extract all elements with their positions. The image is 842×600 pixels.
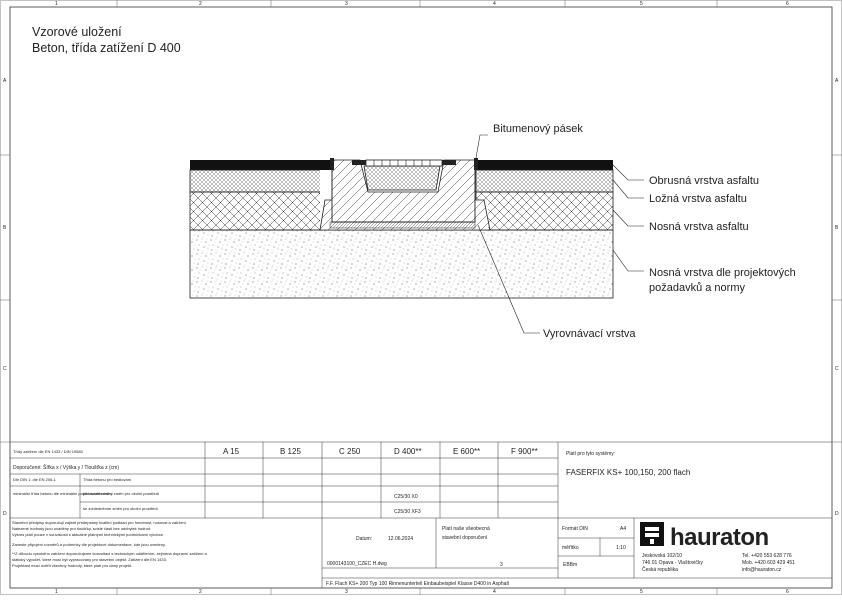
recommendation-line2: stavební doporučení — [442, 535, 488, 541]
col-label: 6 — [786, 1, 789, 7]
col-label: 5 — [640, 1, 643, 7]
dimension-label: Doporučené: Šířka x / Výška y / Tloušťka… — [13, 464, 119, 471]
row-label: B — [3, 225, 7, 231]
load-class-e600: E 600** — [453, 447, 480, 456]
row-label: A — [835, 78, 839, 84]
label-abrasion: Obrusná vrstva asfaltu — [649, 175, 759, 187]
label-subbase-1: Nosná vrstva dle projektových — [649, 267, 796, 279]
grating — [365, 159, 443, 167]
label-leveling: Vyrovnávací vrstva — [543, 328, 636, 340]
col-label: 3 — [345, 1, 348, 7]
abrasion-layer-right — [478, 160, 613, 170]
grating-slots — [373, 160, 431, 166]
address-line1: Jeskovská 102/10 — [642, 553, 682, 559]
recommendation-line1: Platí naše všeobecná — [442, 526, 490, 532]
note-line: Nalezené hodnoty jsou uváděny pro tloušť… — [12, 526, 151, 531]
col-label: 3 — [345, 589, 348, 595]
col-label: 4 — [493, 1, 496, 7]
note-line: statický výpočet, které musí být vypraco… — [12, 557, 167, 562]
note-line: Zaneste připojení rozměrů a podmínky dle… — [12, 542, 166, 547]
hauraton-logo: hauraton — [640, 522, 769, 551]
email: info@hauraton.cz — [742, 567, 782, 573]
col-label: 4 — [493, 589, 496, 595]
format-value: A4 — [620, 526, 626, 532]
min-concrete-label: minimální třída betonu dle minimální pož… — [13, 491, 112, 496]
frame-left — [352, 160, 366, 165]
load-class-b125: B 125 — [280, 447, 301, 456]
load-class-d400: D 400** — [394, 447, 422, 456]
concrete-x0: C25/30 X0 — [394, 494, 418, 500]
notes-block: Stavební předpisy doporučují zajistit př… — [12, 520, 208, 568]
env-ignored-label: při nezohlednění změn pro okolní prostře… — [83, 491, 160, 496]
col-label: 1 — [55, 589, 58, 595]
bitumen-tape-right — [474, 158, 478, 170]
load-class-f900: F 900** — [511, 447, 538, 456]
column-ticks — [116, 0, 718, 595]
phone: Tel. +420 553 628 776 — [742, 553, 792, 559]
drawing-frame — [9, 6, 833, 589]
abrasion-layer-left — [190, 160, 332, 170]
system-name: FASERFIX KS+ 100,150, 200 flach — [566, 468, 690, 477]
load-table-grid — [10, 441, 832, 519]
leveling-layer — [329, 221, 476, 229]
revision: 3 — [500, 562, 503, 568]
title-block-grid — [321, 518, 832, 588]
load-class-header: Třídy zatížení dle EN 1433 / DIN 19580 — [13, 449, 84, 454]
row-ticks — [0, 154, 842, 443]
load-class-a15: A 15 — [223, 447, 240, 456]
bitumen-tape-left — [330, 158, 334, 170]
row-label: A — [3, 78, 7, 84]
logo-wordmark: hauraton — [670, 524, 769, 551]
note-line: Projektant musí ověřit všechny hodnoty, … — [12, 563, 132, 568]
note-line: **Z důvodu vysokého zatížení doporučujem… — [12, 551, 208, 556]
drawing-title: Vzorové uložení — [32, 25, 122, 39]
row-label: B — [835, 225, 839, 231]
row-label: C — [3, 366, 7, 372]
date-label: Datum: — [356, 536, 372, 542]
drawing-number: 0000143100_CZEC H.dwg — [327, 561, 387, 567]
author: EBBm — [563, 562, 577, 568]
row-labels-left: A B C D — [3, 78, 7, 517]
col-label: 6 — [786, 589, 789, 595]
row-label: C — [835, 366, 839, 372]
address-line2: 746 01 Opava - Vlaštovičky — [642, 560, 703, 566]
format-label: Formát DIN — [562, 526, 588, 532]
col-label: 2 — [199, 1, 202, 7]
note-line: Výkres platí pouze v souvislosti s aktuá… — [12, 532, 164, 537]
channel-cavity — [363, 165, 441, 191]
col-label: 1 — [55, 1, 58, 7]
label-bearing: Nosná vrstva asfaltu — [649, 221, 749, 233]
col-label: 5 — [640, 589, 643, 595]
col-label: 2 — [199, 589, 202, 595]
channel-body — [331, 160, 476, 223]
label-subbase-2: požadavků a normy — [649, 282, 745, 294]
env-considered-label: se zohledněním změn pro okolní prostředí — [83, 506, 159, 511]
mobile: Mob. +420 603 429 451 — [742, 560, 795, 566]
concrete-norm-label: Dle DIN 1: dle EN 206-1 — [13, 477, 57, 482]
label-bitumen: Bitumenový pásek — [493, 123, 583, 135]
note-line: Stavební předpisy doporučují zajistit př… — [12, 520, 187, 525]
valid-systems-label: Platí pro tyto systémy: — [566, 451, 615, 457]
address-line3: Česká republika — [642, 566, 678, 573]
frame-right — [442, 160, 456, 165]
column-labels-top: 1 2 3 4 5 6 — [55, 1, 789, 7]
drawing-subtitle: Beton, třída zatížení D 400 — [32, 41, 181, 55]
row-labels-right: A B C D — [835, 78, 839, 517]
cross-section — [189, 158, 614, 299]
scale-value: 1:10 — [616, 545, 626, 551]
concrete-class-label: Třída betonu pro bedlování — [83, 477, 132, 482]
load-class-c250: C 250 — [339, 447, 361, 456]
subbase-layer — [189, 229, 614, 299]
date-value: 12.06.2024 — [388, 536, 413, 542]
leader-lines — [475, 134, 644, 334]
label-bedding: Ložná vrstva asfaltu — [649, 193, 747, 205]
row-label: D — [835, 511, 839, 517]
drawing-description: F.F. Flach KS+ 200 Typ 100 Rinnenunterte… — [326, 581, 510, 587]
column-labels-bottom: 1 2 3 4 5 6 — [55, 589, 789, 595]
concrete-xf3: C25/30 XF3 — [394, 509, 421, 515]
row-label: D — [3, 511, 7, 517]
scale-label: měřítko — [562, 545, 579, 551]
